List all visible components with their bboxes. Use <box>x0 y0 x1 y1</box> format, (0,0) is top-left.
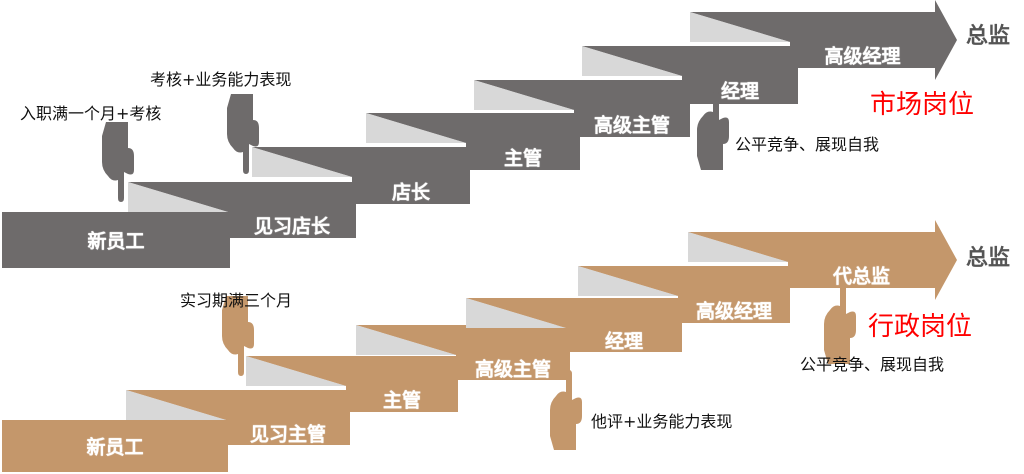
step-shadow <box>690 12 790 42</box>
step <box>356 325 570 380</box>
admin-note-3: 公平竞争、展现自我 <box>800 355 945 374</box>
step-shadow <box>126 390 226 420</box>
step <box>466 298 682 352</box>
step <box>2 420 228 472</box>
step-arrow <box>688 220 957 300</box>
step-shadow <box>356 325 456 355</box>
step-label: 见习主管 <box>249 423 327 445</box>
step-shadow <box>246 356 346 386</box>
admin-note-2: 他评+业务能力表现 <box>591 412 733 431</box>
market-note-2: 考核+业务能力表现 <box>150 70 292 89</box>
step-label: 高级主管 <box>474 358 552 380</box>
step <box>578 266 790 323</box>
step-label: 高级主管 <box>593 114 671 136</box>
step-shadow <box>578 266 678 296</box>
step-label: 代总监 <box>832 265 891 288</box>
market-note-3: 公平竞争、展现自我 <box>735 135 880 154</box>
pointing-up-hand-icon <box>550 370 582 450</box>
market-title: 市场岗位 <box>870 90 975 120</box>
pointing-up-hand-icon <box>697 90 729 170</box>
admin-goal: 总监 <box>966 246 1011 271</box>
step-label: 经理 <box>720 80 760 103</box>
step <box>252 147 470 204</box>
step <box>246 356 458 412</box>
pointing-down-hand-icon <box>102 122 134 202</box>
step-label: 见习店长 <box>253 215 331 238</box>
step <box>582 46 798 104</box>
pointing-up-hand-icon <box>824 284 856 364</box>
step-label: 高级经理 <box>695 300 773 322</box>
step-shadow <box>474 80 574 110</box>
step-shadow <box>582 46 682 76</box>
step <box>126 390 350 445</box>
step-shadow <box>366 113 466 143</box>
market-goal: 总监 <box>966 24 1011 49</box>
step-shadow <box>688 232 788 262</box>
step-label: 主管 <box>382 389 422 412</box>
pointing-down-hand-icon <box>227 94 259 174</box>
step <box>366 113 580 170</box>
pointing-down-hand-icon <box>222 296 254 376</box>
market-note-1: 入职满一个月+考核 <box>20 104 162 123</box>
step-shadow <box>466 298 566 328</box>
admin-title: 行政岗位 <box>868 312 973 342</box>
step-label: 店长 <box>391 181 431 203</box>
step-shadow <box>252 147 352 177</box>
step <box>128 182 356 238</box>
step-label: 主管 <box>503 147 543 169</box>
step-label: 高级经理 <box>824 45 901 68</box>
step-label: 经理 <box>604 330 644 353</box>
step-arrow <box>690 0 957 80</box>
admin-note-1: 实习期满三个月 <box>180 291 293 310</box>
step <box>474 80 690 137</box>
step <box>2 212 230 268</box>
step-label: 新员工 <box>87 230 145 253</box>
step-shadow <box>128 182 228 212</box>
step-label: 新员工 <box>86 436 144 459</box>
